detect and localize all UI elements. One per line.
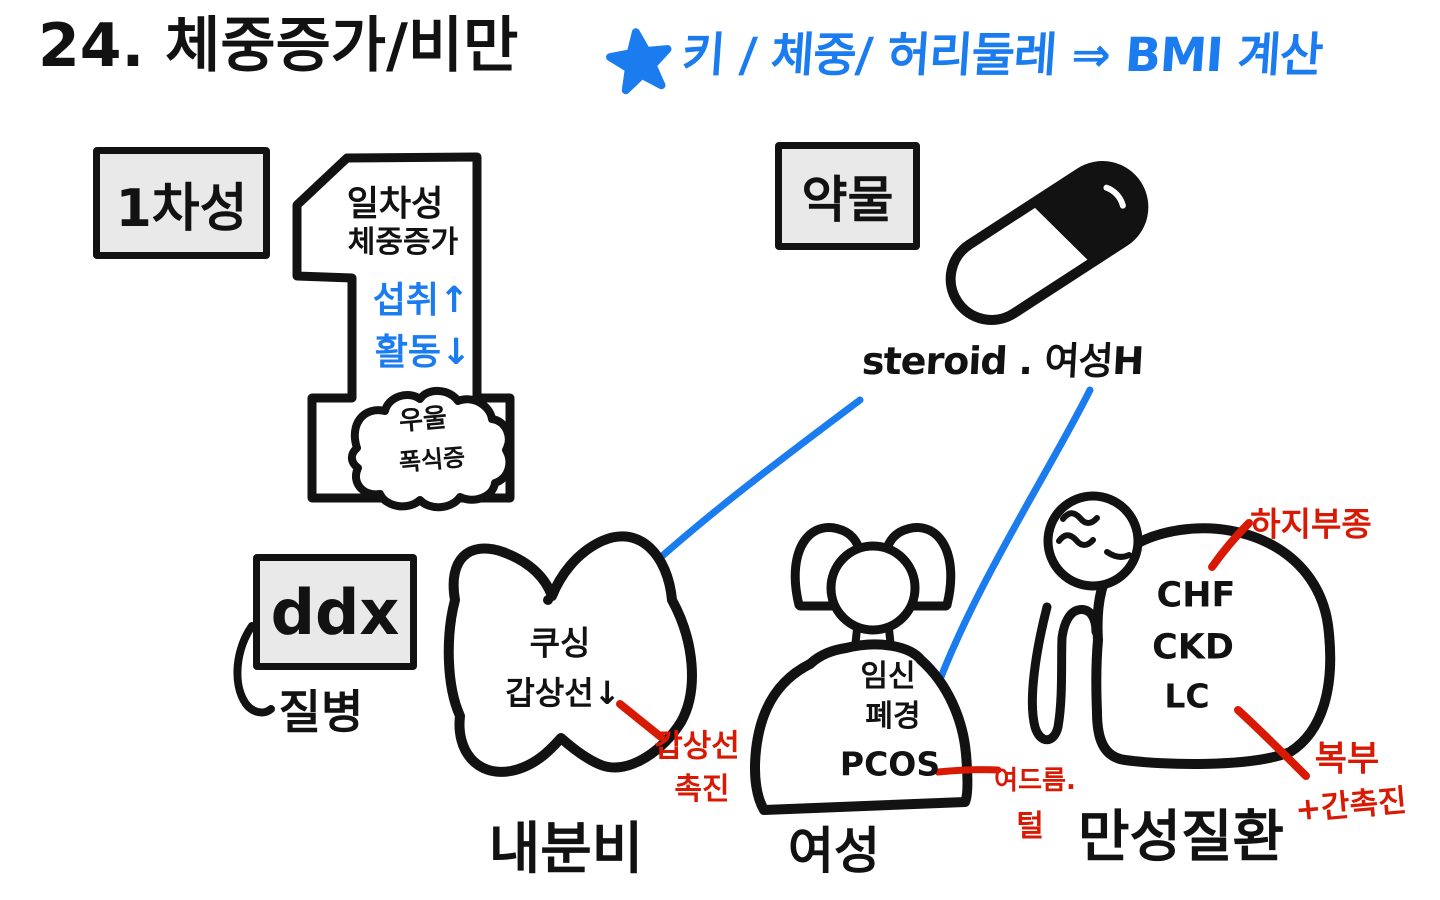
- brain-cloud-icon: [347, 387, 514, 512]
- cloud-line-2: 폭식증: [397, 443, 467, 477]
- thyroid-dot: [543, 595, 553, 605]
- woman-figure-icon: [750, 523, 973, 815]
- drugs-box: 약물: [775, 142, 920, 250]
- female-label: 여성: [788, 822, 880, 880]
- ddx-brace: [233, 622, 275, 717]
- primary-line-2: 체중증가: [347, 225, 459, 260]
- chronic-label: 만성질환: [1077, 805, 1285, 870]
- pcos-label: PCOS: [839, 744, 941, 784]
- drugs-box-label: 약물: [801, 171, 894, 229]
- thyroid-palpation-note-2: 촉진: [674, 772, 730, 807]
- primary-line-1: 일차성: [346, 184, 444, 225]
- acne-note: 여드름.: [994, 766, 1076, 796]
- hormone-connector-line: [932, 386, 1094, 694]
- primary-cause-box-label: 1차성: [115, 178, 248, 239]
- ddx-caption: 질병: [278, 685, 364, 739]
- thyroid-palpation-note-1: 갑상선: [654, 728, 740, 765]
- star-icon: [606, 28, 672, 95]
- thyroid-palpation-line: [616, 700, 665, 741]
- chf-label: CHF: [1156, 575, 1236, 616]
- leg-edema-note: 하지부종: [1250, 504, 1372, 544]
- capsule-pill-icon: [945, 161, 1149, 325]
- cloud-line-1: 우울: [397, 402, 449, 438]
- lc-label: LC: [1164, 676, 1210, 716]
- hypothyroid-label: 갑상선↓: [505, 674, 621, 712]
- bmi-note: 키 / 체중/ 허리둘레 ⇒ BMI 계산: [680, 28, 1325, 83]
- menopause-label: 폐경: [865, 699, 921, 734]
- ddx-box-label: ddx: [270, 575, 400, 649]
- pcos-note-line: [934, 766, 1002, 776]
- pregnancy-label: 임신: [860, 659, 916, 694]
- ckd-label: CKD: [1152, 627, 1234, 668]
- person-large-belly-icon: [1027, 491, 1336, 769]
- activity-down-note: 활동↓: [374, 332, 472, 373]
- drugs-caption: steroid . 여성H: [860, 339, 1145, 383]
- endocrine-label: 내분비: [488, 817, 644, 882]
- abdomen-note-line: [1234, 706, 1310, 780]
- intake-up-note: 섭취↑: [372, 280, 470, 321]
- ddx-box: ddx: [253, 554, 417, 670]
- hair-note: 털: [1016, 809, 1044, 844]
- cushing-label: 쿠싱: [529, 623, 591, 663]
- edema-note-line: [1208, 519, 1253, 571]
- abdomen-note-1: 복부: [1314, 739, 1380, 780]
- primary-cause-box: 1차성: [93, 147, 270, 259]
- page-title: 24. 체중증가/비만: [38, 11, 519, 81]
